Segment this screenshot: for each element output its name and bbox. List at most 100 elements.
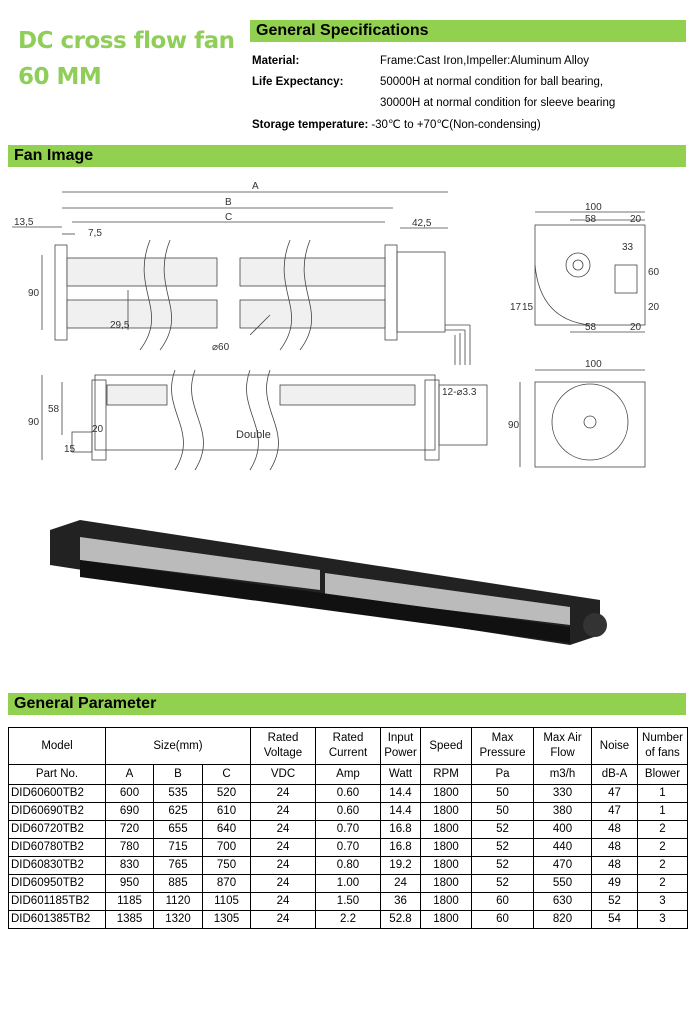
header-cell: Max Air Flow bbox=[533, 727, 592, 765]
table-cell: 52 bbox=[471, 838, 534, 857]
table-cell: 1800 bbox=[420, 892, 472, 911]
table-cell: 2 bbox=[637, 838, 688, 857]
table-cell: 24 bbox=[250, 820, 316, 839]
value: Frame:Cast Iron,Impeller:Aluminum Alloy bbox=[380, 55, 589, 67]
value: 30000H at normal condition for sleeve be… bbox=[380, 97, 616, 109]
table-cell: VDC bbox=[250, 764, 316, 785]
table-cell: 885 bbox=[153, 874, 203, 893]
dim-a: A bbox=[252, 181, 259, 192]
table-cell: 440 bbox=[533, 838, 592, 857]
value: 50000H at normal condition for ball bear… bbox=[380, 76, 604, 88]
dim-label: 29,5 bbox=[110, 320, 130, 331]
dim-label: 12-⌀3.3 bbox=[442, 387, 477, 398]
table-cell: B bbox=[153, 764, 203, 785]
table-cell: C bbox=[202, 764, 251, 785]
table-cell: 50 bbox=[471, 784, 534, 803]
table-cell: 600 bbox=[105, 784, 154, 803]
table-cell: 1800 bbox=[420, 820, 472, 839]
table-cell: 1.00 bbox=[315, 874, 381, 893]
table-cell: 720 bbox=[105, 820, 154, 839]
dim-label: 90 bbox=[28, 288, 40, 299]
table-cell: 24 bbox=[380, 874, 421, 893]
table-cell: 54 bbox=[591, 910, 638, 929]
table-cell: 690 bbox=[105, 802, 154, 821]
table-cell: 715 bbox=[153, 838, 203, 857]
table-cell: 0.80 bbox=[315, 856, 381, 875]
table-cell: 16.8 bbox=[380, 838, 421, 857]
table-cell: 1800 bbox=[420, 874, 472, 893]
dim-label: 17 bbox=[510, 302, 522, 313]
table-cell: 2 bbox=[637, 874, 688, 893]
table-cell: 1305 bbox=[202, 910, 251, 929]
table-cell: DID60720TB2 bbox=[8, 820, 106, 839]
dim-label: 13,5 bbox=[14, 217, 34, 228]
parameters-table: Model Size(mm) Rated Voltage Rated Curre… bbox=[8, 727, 688, 929]
table-cell: 1320 bbox=[153, 910, 203, 929]
dim-label: 90 bbox=[28, 417, 40, 428]
table-cell: 60 bbox=[471, 892, 534, 911]
specs-heading: General Specifications bbox=[250, 20, 686, 42]
table-cell: 24 bbox=[250, 784, 316, 803]
table-cell: 630 bbox=[533, 892, 592, 911]
dim-label: 20 bbox=[630, 214, 642, 225]
table-cell: A bbox=[105, 764, 154, 785]
table-cell: 1385 bbox=[105, 910, 154, 929]
table-cell: 750 bbox=[202, 856, 251, 875]
spec-life: Life Expectancy:50000H at normal conditi… bbox=[252, 76, 603, 88]
table-cell: DID601385TB2 bbox=[8, 910, 106, 929]
table-cell: 60 bbox=[471, 910, 534, 929]
table-cell: 870 bbox=[202, 874, 251, 893]
header-cell: Input Power bbox=[380, 727, 421, 765]
table-cell: dB-A bbox=[591, 764, 638, 785]
table-cell: Pa bbox=[471, 764, 534, 785]
table-cell: 0.70 bbox=[315, 820, 381, 839]
table-cell: 625 bbox=[153, 802, 203, 821]
double-label: Double bbox=[236, 429, 271, 441]
table-cell: 0.60 bbox=[315, 802, 381, 821]
table-header-row: Model Size(mm) Rated Voltage Rated Curre… bbox=[8, 727, 688, 765]
table-cell: 24 bbox=[250, 874, 316, 893]
table-cell: Watt bbox=[380, 764, 421, 785]
table-cell: 655 bbox=[153, 820, 203, 839]
dim-label: 100 bbox=[585, 359, 602, 370]
table-cell: 1 bbox=[637, 784, 688, 803]
table-cell: 470 bbox=[533, 856, 592, 875]
table-cell: 1800 bbox=[420, 802, 472, 821]
table-cell: 1105 bbox=[202, 892, 251, 911]
dim-label: 20 bbox=[92, 424, 104, 435]
table-cell: 1185 bbox=[105, 892, 154, 911]
table-cell: 19.2 bbox=[380, 856, 421, 875]
table-cell: 830 bbox=[105, 856, 154, 875]
dim-c: C bbox=[225, 212, 232, 223]
table-cell: 0.60 bbox=[315, 784, 381, 803]
table-cell: RPM bbox=[420, 764, 472, 785]
table-cell: 765 bbox=[153, 856, 203, 875]
table-cell: 0.70 bbox=[315, 838, 381, 857]
table-cell: 47 bbox=[591, 802, 638, 821]
header-cell: Max Pressure bbox=[471, 727, 534, 765]
spec-material: Material:Frame:Cast Iron,Impeller:Alumin… bbox=[252, 55, 589, 67]
table-cell: DID60950TB2 bbox=[8, 874, 106, 893]
table-cell: 52 bbox=[471, 856, 534, 875]
dim-label: 15 bbox=[522, 302, 534, 313]
table-cell: 1 bbox=[637, 802, 688, 821]
value: -30℃ to +70℃(Non-condensing) bbox=[371, 119, 541, 131]
table-cell: 2 bbox=[637, 856, 688, 875]
table-cell: 48 bbox=[591, 838, 638, 857]
table-cell: 24 bbox=[250, 892, 316, 911]
dim-label: 33 bbox=[622, 242, 634, 253]
table-cell: 52.8 bbox=[380, 910, 421, 929]
dim-label: 42,5 bbox=[412, 218, 432, 229]
table-cell: DID60690TB2 bbox=[8, 802, 106, 821]
table-cell: 2.2 bbox=[315, 910, 381, 929]
table-cell: 535 bbox=[153, 784, 203, 803]
